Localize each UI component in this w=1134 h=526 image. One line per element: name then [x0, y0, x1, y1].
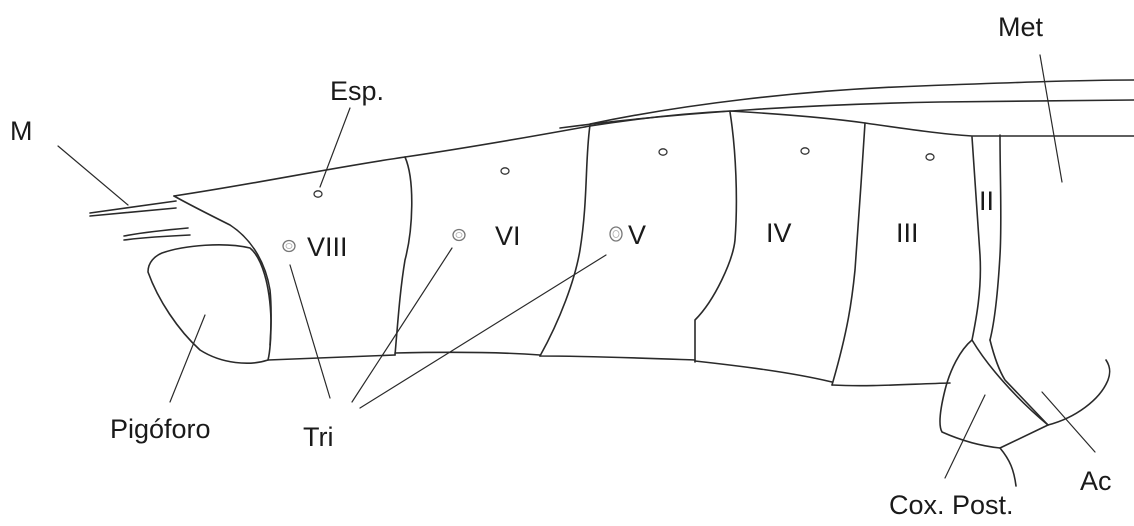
leader-tri-v [359, 254, 607, 409]
sternite-boundary-vi [539, 124, 591, 357]
m-rod-second [123, 227, 189, 237]
pygophore-lobe [147, 244, 272, 364]
trichobothrium-vi [452, 228, 466, 242]
spiracle-v [658, 148, 668, 156]
sternite-boundary-viii [394, 156, 413, 356]
label-segment-iv: IV [766, 218, 792, 248]
leader-tri-vi [351, 247, 453, 403]
leader-esp [319, 107, 351, 188]
label-esp: Esp. [330, 76, 384, 106]
label-cox-post: Cox. Post. [889, 490, 1014, 520]
wing-upper-edge [589, 79, 1134, 125]
coxa-lower-edge [999, 447, 1017, 487]
label-pigoforo: Pigóforo [110, 414, 211, 444]
tip-process [173, 195, 272, 346]
dorsal-outline [173, 110, 1134, 197]
trichobothrium-vi-inner [455, 232, 463, 238]
leader-pigoforo [169, 314, 206, 403]
label-segment-vi: VI [495, 221, 521, 251]
label-tri: Tri [303, 422, 333, 452]
label-segment-ii: II [979, 186, 994, 216]
label-segment-iii: III [896, 218, 919, 248]
spiracle-iii [925, 153, 935, 161]
trichobothrium-viii [282, 239, 296, 253]
leader-m [57, 145, 129, 206]
leader-cox-post [944, 394, 986, 479]
leader-tri-viii [289, 264, 331, 399]
m-rod-upper [89, 200, 177, 214]
sternite-boundary-iv [831, 122, 866, 386]
spiracle-iv [800, 147, 810, 155]
m-rod-lower [89, 207, 177, 217]
leader-met [1039, 54, 1063, 183]
label-segment-v: V [628, 220, 646, 250]
trichobothrium-v-inner [612, 230, 620, 238]
spiracle-viii [313, 190, 323, 198]
label-segment-viii: VIII [307, 232, 348, 262]
sternite-boundary-iii-left [971, 136, 982, 341]
spiracle-vi [500, 167, 510, 175]
sternite-boundary-iii-right [989, 134, 1002, 341]
trichobothrium-viii-inner [285, 243, 293, 249]
label-met: Met [998, 12, 1044, 42]
label-ac: Ac [1080, 466, 1112, 496]
ventral-outline [267, 351, 951, 387]
acetabulum-line [1047, 359, 1111, 426]
m-rod-second-b [123, 234, 191, 241]
leader-ac [1041, 391, 1096, 453]
trichobothrium-v [609, 226, 623, 242]
sternite-boundary-v [694, 111, 738, 363]
label-m: M [10, 116, 33, 146]
hind-coxa [939, 339, 1049, 449]
coxa-ridge [989, 339, 1049, 426]
